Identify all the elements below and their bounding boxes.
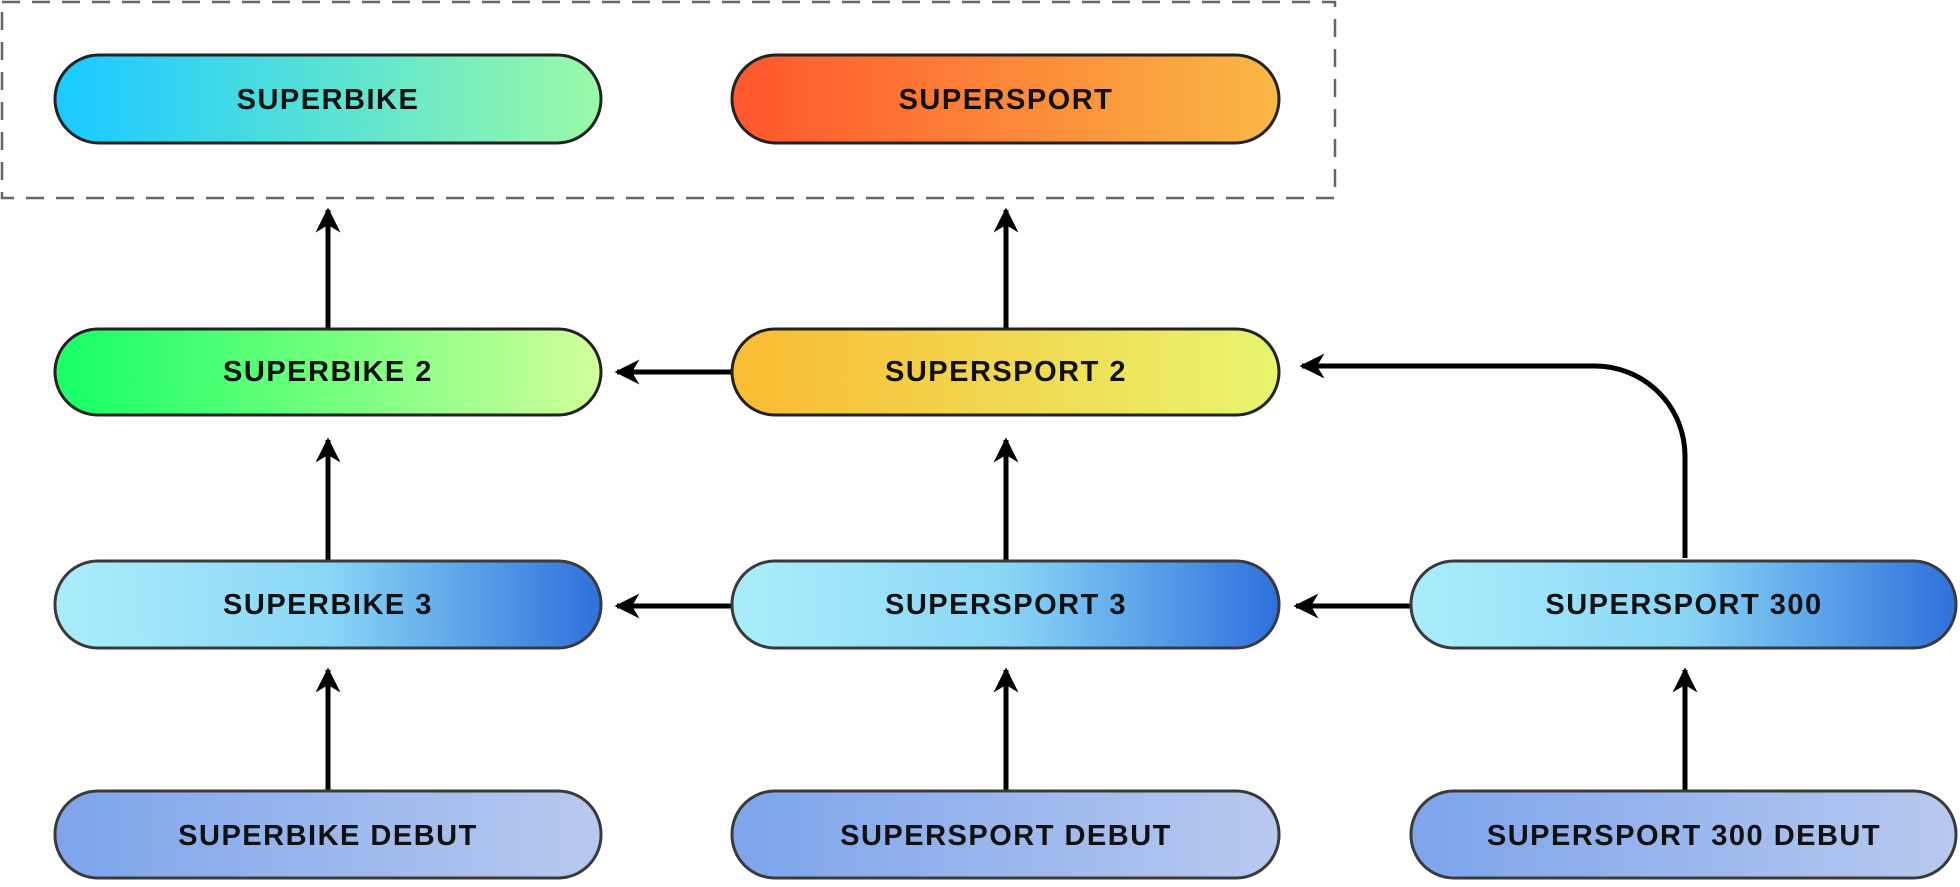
node-supersport-debut: SUPERSPORT DEBUT xyxy=(730,789,1281,880)
node-label: SUPERSPORT 2 xyxy=(885,356,1127,388)
node-supersport: SUPERSPORT xyxy=(730,53,1281,145)
node-superbike: SUPERBIKE xyxy=(53,53,603,145)
node-superbike-debut: SUPERBIKE DEBUT xyxy=(53,789,603,880)
node-supersport-2: SUPERSPORT 2 xyxy=(730,327,1281,417)
node-label: SUPERSPORT 300 DEBUT xyxy=(1487,820,1881,852)
node-supersport-300: SUPERSPORT 300 xyxy=(1409,559,1958,650)
node-supersport-300-debut: SUPERSPORT 300 DEBUT xyxy=(1409,789,1958,880)
node-superbike-3: SUPERBIKE 3 xyxy=(53,559,603,650)
node-label: SUPERBIKE DEBUT xyxy=(178,820,478,852)
edge-ss300-to-supersport2 xyxy=(1299,353,1688,558)
node-superbike-2: SUPERBIKE 2 xyxy=(53,327,603,417)
node-label: SUPERSPORT 300 xyxy=(1545,589,1822,621)
node-label: SUPERSPORT xyxy=(899,84,1114,116)
edges xyxy=(315,207,1698,791)
node-label: SUPERSPORT 3 xyxy=(885,589,1127,621)
node-label: SUPERSPORT DEBUT xyxy=(840,820,1172,852)
node-label: SUPERBIKE 3 xyxy=(223,589,433,621)
node-supersport-3: SUPERSPORT 3 xyxy=(730,559,1281,650)
top-class-group xyxy=(0,0,1337,200)
node-label: SUPERBIKE xyxy=(237,84,420,116)
node-label: SUPERBIKE 2 xyxy=(223,356,433,388)
